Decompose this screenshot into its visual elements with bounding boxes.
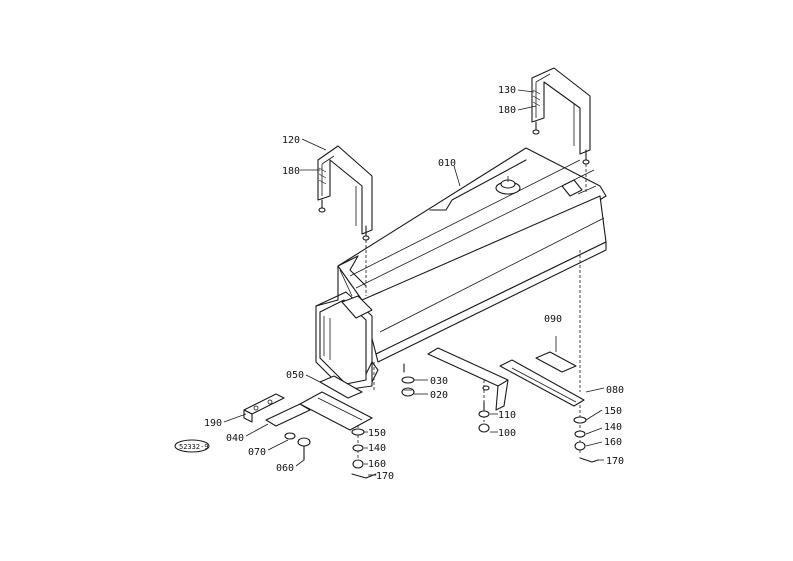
label-170-right: 170 [606, 456, 624, 467]
label-100: 100 [498, 428, 516, 439]
label-050: 050 [286, 370, 304, 381]
label-170-left: 170 [376, 471, 394, 482]
hardware-100-110 [478, 401, 490, 433]
pad-050 [319, 375, 363, 399]
label-140-right: 140 [604, 422, 622, 433]
label-160-left: 160 [368, 459, 386, 470]
label-120: 120 [282, 135, 300, 146]
label-060: 060 [276, 463, 294, 474]
label-150-left: 150 [368, 428, 386, 439]
label-110: 110 [498, 410, 516, 421]
label-010: 010 [438, 158, 456, 169]
label-180-left: 180 [282, 166, 300, 177]
left-bracket [243, 391, 373, 461]
box-body [315, 147, 607, 391]
washer-stack-right [573, 416, 599, 463]
label-160-right: 160 [604, 437, 622, 448]
pad-090 [535, 351, 577, 373]
label-140-left: 140 [368, 443, 386, 454]
stamp-text: 52332-9 [179, 443, 209, 451]
hardware-020-030 [401, 363, 415, 397]
label-130: 130 [498, 85, 516, 96]
label-180-right: 180 [498, 105, 516, 116]
label-150-right: 150 [604, 406, 622, 417]
label-190: 190 [204, 418, 222, 429]
right-bracket-080 [427, 347, 585, 411]
washer-stack-left [351, 428, 377, 479]
strap-120 [317, 145, 373, 241]
label-080: 080 [606, 385, 624, 396]
label-040: 040 [226, 433, 244, 444]
label-030: 030 [430, 376, 448, 387]
label-090: 090 [544, 314, 562, 325]
label-020: 020 [430, 390, 448, 401]
label-070: 070 [248, 447, 266, 458]
leader-lines [223, 89, 605, 476]
catalog-stamp: 52332-9 [174, 439, 210, 453]
strap-130 [531, 67, 591, 165]
